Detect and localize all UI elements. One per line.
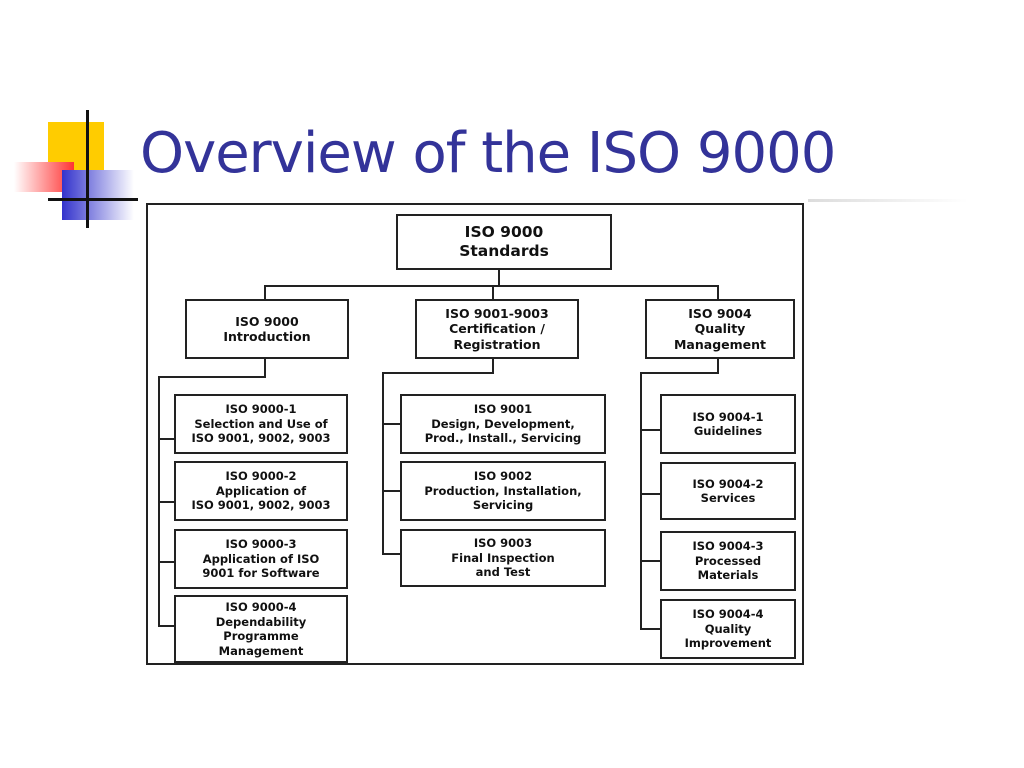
box-line: Materials [697, 568, 759, 583]
connector-col2-top [492, 285, 494, 299]
box-line: Processed [694, 553, 762, 568]
box-line: Production, Installation, [424, 483, 582, 498]
connector-col1-tick [158, 501, 174, 503]
box-line: Servicing [472, 498, 534, 513]
connector-col1-tick [158, 625, 174, 627]
box-line: ISO 9004-1 [692, 409, 764, 424]
box-line: ISO 9001, 9002, 9003 [191, 498, 331, 513]
cross-horizontal-line [48, 198, 138, 201]
box-line: ISO 9000-3 [225, 537, 297, 552]
leaf-box-iso-9001: ISO 9001 Design, Development, Prod., Ins… [400, 394, 606, 454]
connector-col3-tick [640, 628, 660, 630]
box-line: ISO 9004-4 [692, 607, 764, 622]
connector-col3-top [717, 285, 719, 299]
connector-col3-tick [640, 429, 660, 431]
box-line: Selection and Use of [194, 416, 328, 431]
box-line: Services [700, 491, 756, 505]
leaf-box-iso-9004-2: ISO 9004-2 Services [660, 462, 796, 520]
connector-col2-tick [382, 490, 400, 492]
box-line: ISO 9001-9003 [445, 305, 549, 321]
box-line: Certification / [449, 321, 545, 337]
connector-col3-tick [640, 560, 660, 562]
box-line: Management [218, 643, 304, 658]
box-line: ISO 9000 [235, 313, 299, 329]
leaf-box-iso-9003: ISO 9003 Final Inspection and Test [400, 529, 606, 587]
cross-vertical-line [86, 110, 89, 228]
box-line: ISO 9000-4 [225, 600, 297, 614]
box-line: Improvement [684, 636, 772, 651]
box-line: Guidelines [693, 424, 763, 438]
connector-col3-tick [640, 493, 660, 495]
iso-hierarchy-diagram: ISO 9000 Standards ISO 9000 Introduction… [146, 203, 804, 665]
connector-col3-elbow [640, 372, 719, 374]
connector-col1-elbow [158, 376, 266, 378]
leaf-box-iso-9000-2: ISO 9000-2 Application of ISO 9001, 9002… [174, 461, 348, 521]
root-box-iso-9000-standards: ISO 9000 Standards [396, 214, 612, 270]
title-divider [808, 199, 968, 202]
connector-col2-drop [492, 358, 494, 374]
connector-col1-drop [264, 358, 266, 378]
branch-box-certification-registration: ISO 9001-9003 Certification / Registrati… [415, 299, 579, 359]
connector-col2-spine [382, 372, 384, 555]
box-line: and Test [475, 565, 531, 580]
box-line: ISO 9000 [464, 223, 544, 241]
connector-col2-tick [382, 553, 400, 555]
connector-col1-top [264, 285, 266, 299]
connector-col2-tick [382, 423, 400, 425]
box-line: Prod., Install., Servicing [424, 431, 582, 446]
branch-box-quality-management: ISO 9004 Quality Management [645, 299, 795, 359]
leaf-box-iso-9000-1: ISO 9000-1 Selection and Use of ISO 9001… [174, 394, 348, 454]
box-line: ISO 9004 [688, 305, 752, 321]
slide-decoration [0, 100, 140, 230]
box-line: ISO 9004-3 [692, 539, 764, 554]
leaf-box-iso-9004-4: ISO 9004-4 Quality Improvement [660, 599, 796, 659]
box-line: ISO 9003 [473, 536, 533, 551]
box-line: ISO 9002 [473, 469, 533, 484]
box-line: Standards [459, 242, 549, 260]
connector-col1-tick [158, 561, 174, 563]
connector-col1-tick [158, 438, 174, 440]
slide-title: Overview of the ISO 9000 [140, 121, 836, 186]
leaf-box-iso-9004-3: ISO 9004-3 Processed Materials [660, 531, 796, 591]
box-line: ISO 9000-1 [225, 402, 297, 417]
box-line: Final Inspection [451, 550, 555, 565]
box-line: Quality [694, 321, 746, 337]
blue-square-shape [62, 170, 134, 220]
box-line: Dependability [215, 614, 307, 629]
connector-col3-drop [717, 358, 719, 374]
box-line: ISO 9001, 9002, 9003 [191, 431, 331, 446]
leaf-box-iso-9000-4: ISO 9000-4 Dependability Programme Manag… [174, 595, 348, 663]
connector-col3-spine [640, 372, 642, 630]
branch-box-iso-9000-introduction: ISO 9000 Introduction [185, 299, 349, 359]
leaf-box-iso-9000-3: ISO 9000-3 Application of ISO 9001 for S… [174, 529, 348, 589]
leaf-box-iso-9004-1: ISO 9004-1 Guidelines [660, 394, 796, 454]
connector-top-bar [264, 285, 719, 287]
box-line: Introduction [223, 329, 311, 344]
box-line: ISO 9004-2 [692, 476, 764, 491]
connector-root-down [498, 267, 500, 287]
box-line: Design, Development, [431, 416, 575, 431]
box-line: ISO 9000-2 [225, 469, 297, 484]
leaf-box-iso-9002: ISO 9002 Production, Installation, Servi… [400, 461, 606, 521]
box-line: Management [673, 336, 766, 352]
box-line: 9001 for Software [202, 566, 320, 581]
box-line: Application of [215, 483, 307, 498]
box-line: Programme [223, 629, 299, 643]
box-line: Application of ISO [202, 551, 320, 566]
connector-col2-elbow [382, 372, 494, 374]
box-line: Registration [453, 336, 541, 352]
box-line: Quality [704, 621, 752, 636]
box-line: ISO 9001 [473, 402, 533, 417]
